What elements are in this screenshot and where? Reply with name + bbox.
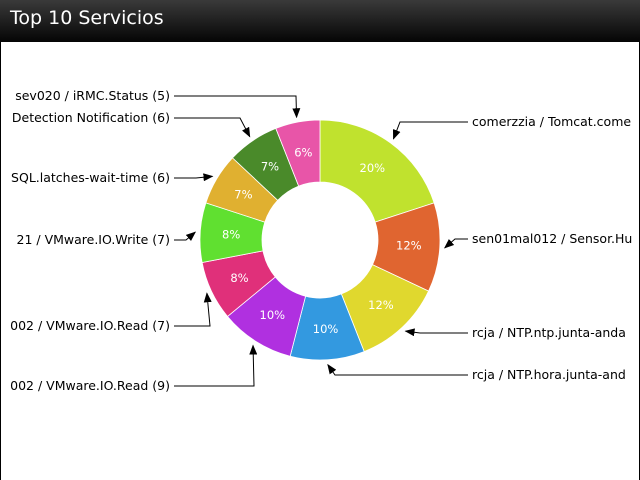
slice-label: rcja / NTP.hora.junta-and [472, 367, 626, 382]
leader-line [174, 173, 214, 182]
donut-chart: 20% comerzzia / Tomcat.come 12% sen01mal012… [10, 88, 632, 393]
slice-percent-label: 7% [261, 159, 279, 173]
slice-label: rcja / NTP.ntp.junta-anda [472, 325, 626, 340]
slice-label: Detection Notification (6) [12, 110, 170, 125]
slice-percent-label: 10% [260, 308, 286, 322]
slice-label: 002 / VMware.IO.Read (7) [10, 318, 170, 333]
leader-line [327, 363, 468, 376]
slice-percent-label: 8% [230, 271, 248, 285]
donut-slice [275, 119, 321, 187]
slice-label: 002 / VMware.IO.Read (9) [10, 378, 170, 393]
leader-line [174, 231, 197, 242]
slice-percent-label: 6% [294, 146, 312, 160]
leader-line [443, 238, 468, 249]
chart-title: Top 10 Servicios [10, 7, 164, 29]
slice-label: sen01mal012 / Sensor.Hu [472, 231, 632, 246]
leader-line [392, 121, 468, 140]
leader-line [174, 344, 258, 387]
leader-line [174, 117, 251, 138]
slice-label: sev020 / iRMC.Status (5) [15, 88, 170, 103]
slice-percent-label: 12% [396, 239, 422, 253]
slice-label: comerzzia / Tomcat.come [472, 114, 631, 129]
slice-percent-label: 10% [313, 322, 339, 336]
labels-layer: 20% comerzzia / Tomcat.come 12% sen01mal012… [10, 88, 632, 393]
slice-percent-label: 12% [368, 298, 394, 312]
donut-slice [319, 119, 435, 223]
slices-layer [199, 119, 441, 361]
title-bar: Top 10 Servicios [0, 0, 640, 42]
slice-label: 21 / VMware.IO.Write (7) [17, 232, 171, 247]
leader-line [404, 328, 468, 337]
leader-line [174, 95, 301, 119]
slice-percent-label: 8% [222, 227, 240, 241]
slice-label: SQL.latches-wait-time (6) [11, 170, 170, 185]
frame-left-border [0, 42, 1, 480]
leader-lines-layer [174, 95, 468, 387]
slice-percent-label: 7% [234, 188, 252, 202]
leader-line [174, 292, 212, 327]
slice-percent-label: 20% [360, 161, 386, 175]
